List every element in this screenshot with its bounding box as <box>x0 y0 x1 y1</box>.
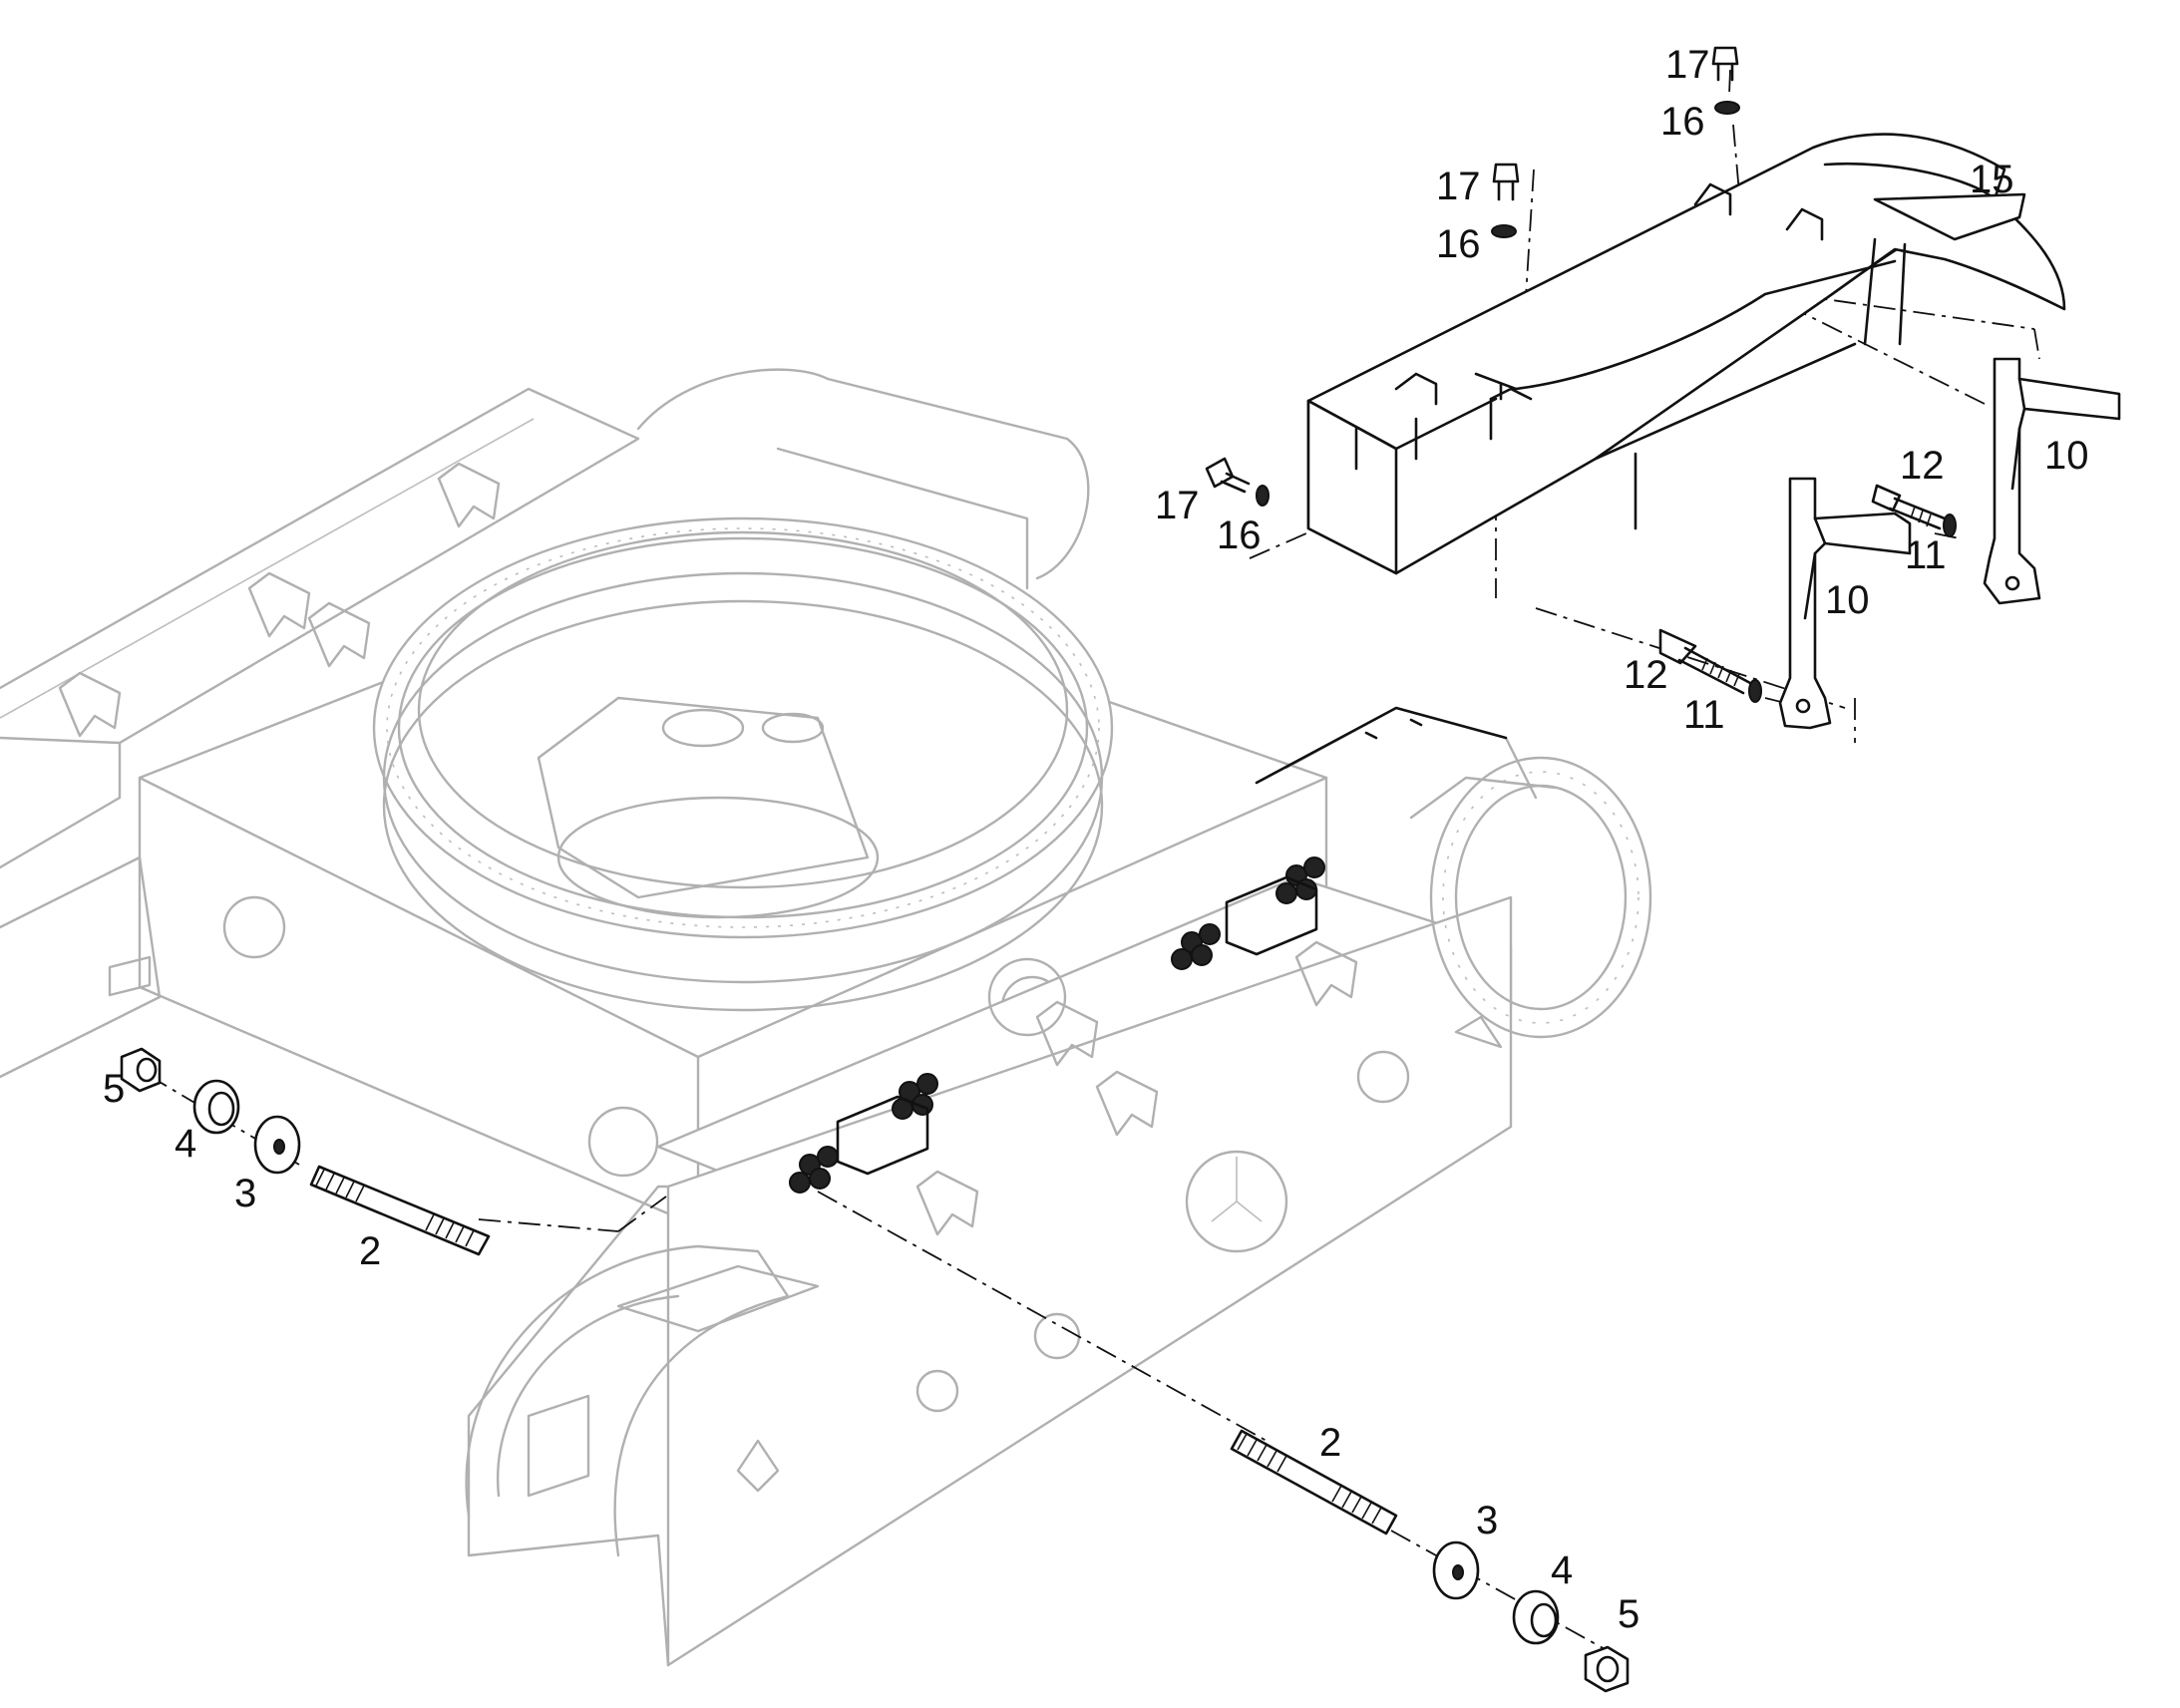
grease-fittings <box>789 856 1325 1194</box>
lock-washer-part-16-top <box>1714 101 1740 115</box>
callout-17-top: 17 <box>1665 43 1710 87</box>
callout-2-left: 2 <box>359 1229 381 1273</box>
callout-3-left: 3 <box>234 1172 256 1215</box>
callout-16-middle: 16 <box>1436 222 1481 266</box>
callout-15: 15 <box>1970 158 2014 201</box>
callout-4-left: 4 <box>175 1122 196 1166</box>
screw-part-17-top <box>1711 46 1739 82</box>
callout-10-front: 10 <box>1825 578 1870 622</box>
callout-12-rear: 12 <box>1900 444 1945 488</box>
bolt-part-12-rear <box>1871 484 1947 530</box>
bolt-part-12-front <box>1658 628 1752 695</box>
callout-10-rear: 10 <box>2044 434 2089 478</box>
callout-11-rear: 11 <box>1905 533 1947 577</box>
track-cover-part-15 <box>1306 133 2066 575</box>
nut-part-5-right <box>1584 1645 1630 1693</box>
callout-labels: 5 4 3 2 2 3 4 5 17 16 17 16 17 16 15 12 … <box>103 43 2089 1636</box>
lock-washer-part-16-middle <box>1491 224 1517 238</box>
callout-4-right: 4 <box>1551 1548 1573 1592</box>
stud-part-2-right <box>1230 1429 1398 1536</box>
callout-16-left: 16 <box>1217 513 1262 557</box>
support-bracket-part-10-rear <box>1983 357 2121 605</box>
washer-part-3-right <box>1432 1540 1480 1600</box>
callout-2-right: 2 <box>1319 1421 1341 1465</box>
spacer-part-4-right <box>1512 1589 1560 1645</box>
callout-17-left: 17 <box>1155 484 1200 527</box>
callout-12-front: 12 <box>1624 653 1668 697</box>
support-bracket-part-10-front <box>1778 477 1912 730</box>
stud-part-2-left <box>309 1165 491 1256</box>
washer-part-11-front <box>1748 679 1762 703</box>
nut-part-5-left <box>120 1047 162 1093</box>
lock-washer-part-16-left <box>1256 485 1270 507</box>
callout-5-right: 5 <box>1618 1592 1639 1636</box>
washer-part-11-rear <box>1943 513 1957 537</box>
screw-part-17-middle <box>1492 163 1520 201</box>
callout-16-top: 16 <box>1660 100 1705 144</box>
callout-5-left: 5 <box>103 1067 125 1111</box>
spacer-part-4-left <box>192 1079 240 1135</box>
callout-3-right: 3 <box>1476 1499 1498 1542</box>
callout-17-middle: 17 <box>1436 165 1481 208</box>
track-cover-outline <box>1255 706 1508 785</box>
washer-part-3-left <box>253 1115 301 1175</box>
screw-part-17-left <box>1205 457 1251 494</box>
callout-11-front: 11 <box>1683 693 1725 737</box>
undercarriage-frame <box>0 368 1652 1667</box>
